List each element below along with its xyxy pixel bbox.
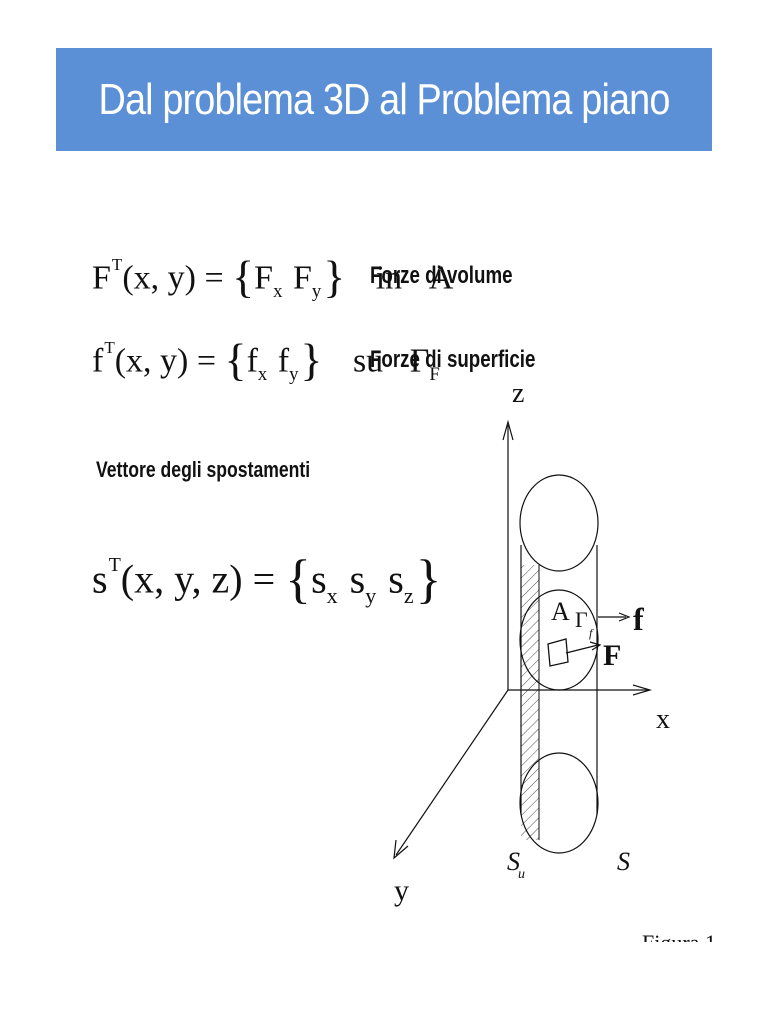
constrained-surface-subscript: u [518,867,525,882]
eq-component: f [246,342,258,380]
volume-force-label: F [603,639,621,672]
title-bar: Dal problema 3D al Problema piano [56,48,712,151]
gamma-subscript: f [589,626,594,640]
eq-component: s [388,556,404,602]
z-axis-label: z [512,378,524,409]
figure-caption: Figura 1 [642,930,716,955]
eq-subscript: x [326,582,338,608]
constrained-surface-label: S [507,847,520,876]
eq-superscript: T [108,553,121,576]
right-brace: } [415,549,442,609]
hatched-constraint-region [521,565,539,840]
figure-caption-clip: Figura 1 [642,930,716,955]
eq-component: s [311,556,327,602]
body-forces-equation: FT(x, y) = {Fx Fy} in A [92,250,453,303]
displacement-equation: sT(x, y, z) = {sx sy sz} [92,548,442,610]
eq-subscript: y [365,582,377,608]
eq-superscript: T [111,254,123,274]
cylinder-bottom-section [519,752,599,854]
x-arrow-icon [632,684,653,696]
eq-subscript: x [273,280,283,302]
eq-subscript: y [289,363,299,385]
eq-domain: Γ [409,342,430,380]
displacement-heading: Vettore degli spostamenti [96,457,311,482]
cylinder-top-section [519,474,599,572]
eq-domain-word: in [375,259,403,297]
z-arrow-icon [502,419,514,441]
eq-component: s [349,556,366,602]
eq-subscript: F [429,363,440,385]
volume-force-arrow [565,644,599,654]
eq-subscript: y [311,280,322,302]
volume-force-arrow-icon [589,641,602,651]
x-axis-label: x [656,704,670,735]
left-brace: { [224,334,247,385]
eq-symbol: F [92,259,111,297]
surface-force-arrow-icon [618,612,631,622]
eq-arguments: (x, y) = [114,342,217,380]
eq-arguments: (x, y) = [122,259,224,297]
eq-domain: A [428,259,454,297]
eq-subscript: z [403,582,414,608]
eq-arguments: (x, y, z) = [120,556,276,602]
total-surface-label: S [617,847,630,876]
eq-component: f [277,342,290,380]
right-brace: } [300,334,323,385]
eq-subscript: x [257,363,268,385]
gamma-label: Γ [575,607,588,632]
volume-element [547,638,569,667]
slide-title: Dal problema 3D al Problema piano [98,74,670,124]
eq-domain-word: su [352,342,384,380]
y-axis [395,689,509,856]
eq-component: F [292,259,312,297]
left-brace: { [285,549,312,609]
eq-superscript: T [104,337,115,357]
surface-forces-equation: fT(x, y) = {fx fy} su ΓF [92,333,442,386]
area-label: A [551,597,570,626]
y-arrow-icon [393,839,409,860]
eq-symbol: s [92,556,108,602]
body-forces-label: Forze di volume [370,262,513,289]
y-axis-label: y [394,874,409,907]
right-brace: } [323,251,346,302]
surface-forces-label: Forze di superficie [370,346,536,373]
left-brace: { [232,251,255,302]
eq-symbol: f [92,342,104,380]
eq-component: F [254,259,274,297]
surface-force-label: f [633,601,644,637]
